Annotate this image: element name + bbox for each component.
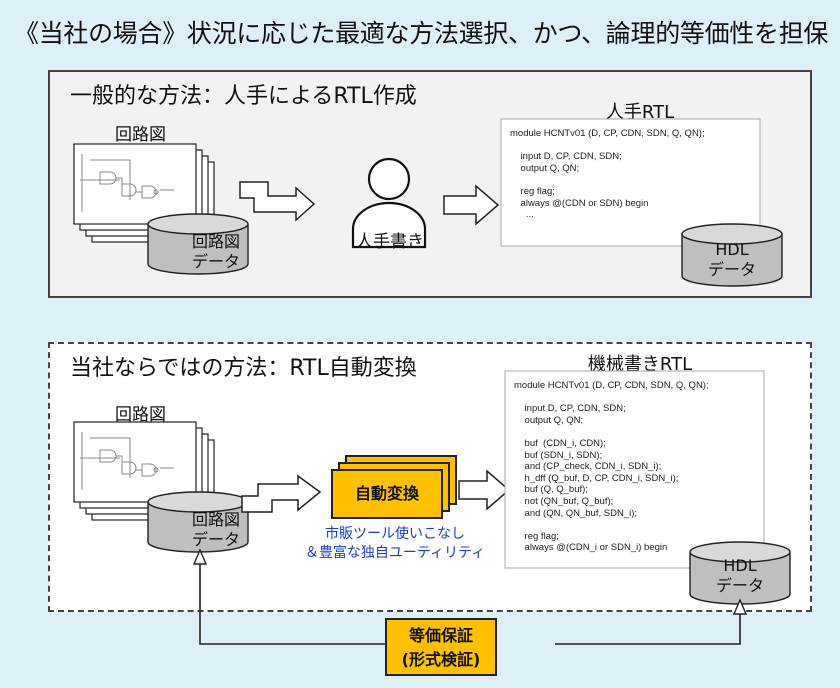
- schematic-db-cylinder-2: [147, 491, 249, 553]
- arrow-to-rtl-1: [443, 184, 500, 226]
- tool-note-line2: ＆豊富な独自ユーティリティ: [304, 545, 486, 561]
- machine-rtl-code: module HCNTv01 (D, CP, CDN, SDN, Q, QN);…: [506, 374, 756, 558]
- manual-rtl-code: module HCNTv01 (D, CP, CDN, SDN, Q, QN);…: [502, 122, 752, 234]
- schematic-stack-bottom: [73, 421, 249, 553]
- schematic-db-line2: データ: [191, 252, 240, 271]
- person-label: 人手書き: [356, 232, 424, 252]
- page-title: 《当社の場合》状況に応じた最適な方法選択、かつ、論理的等価性を担保: [14, 19, 829, 48]
- auto-convert-box: 自動変換: [331, 469, 443, 519]
- schematic-drawing-2: [80, 432, 174, 490]
- schematic-db-label-2: 回路図 データ: [168, 510, 264, 550]
- schematic-db-line1: 回路図: [191, 232, 240, 251]
- hdl-db-label-2: HDL データ: [690, 556, 790, 596]
- zigzag-arrow-2: [241, 474, 322, 513]
- company-method-label: 当社ならではの方法：RTL自動変換: [70, 356, 417, 381]
- arrowhead-up-right: [732, 598, 748, 615]
- hdl-db-label-1: HDL データ: [682, 240, 782, 280]
- arrowhead-up-left: [192, 548, 208, 565]
- person-icon: [351, 157, 427, 249]
- hdl-db-line1-2: HDL: [723, 556, 757, 575]
- hdl-db-line2: データ: [707, 260, 756, 279]
- schematic-label: 回路図: [115, 125, 166, 145]
- zigzag-arrow-1: [239, 181, 316, 222]
- tool-note-line1: 市販ツール使いこなし: [325, 526, 465, 542]
- equivalence-connector: [192, 548, 748, 645]
- schematic-stack-top: [73, 143, 249, 275]
- schematic-label-2: 回路図: [115, 405, 166, 425]
- hdl-db-cylinder-1: [681, 223, 783, 287]
- arrow-to-rtl-2: [458, 469, 511, 511]
- schematic-db-line2-2: データ: [191, 530, 240, 549]
- schematic-db-line1-2: 回路図: [191, 510, 240, 529]
- tool-note: 市販ツール使いこなし ＆豊富な独自ユーティリティ: [300, 525, 490, 563]
- conventional-method-label: 一般的な方法：人手によるRTL作成: [70, 84, 417, 109]
- schematic-drawing: [80, 154, 174, 212]
- machine-rtl-title: 機械書きRTL: [587, 354, 693, 375]
- schematic-db-cylinder: [147, 213, 249, 275]
- equivalence-line1: 等価保証: [408, 626, 473, 645]
- manual-rtl-title: 人手RTL: [605, 102, 675, 123]
- hdl-db-cylinder-2: [689, 541, 791, 605]
- hdl-db-line2-2: データ: [715, 576, 764, 595]
- hdl-db-line1: HDL: [715, 240, 749, 259]
- equivalence-box: 等価保証 (形式検証): [385, 618, 497, 676]
- schematic-db-label: 回路図 データ: [168, 232, 264, 272]
- equivalence-line2: (形式検証): [401, 650, 481, 669]
